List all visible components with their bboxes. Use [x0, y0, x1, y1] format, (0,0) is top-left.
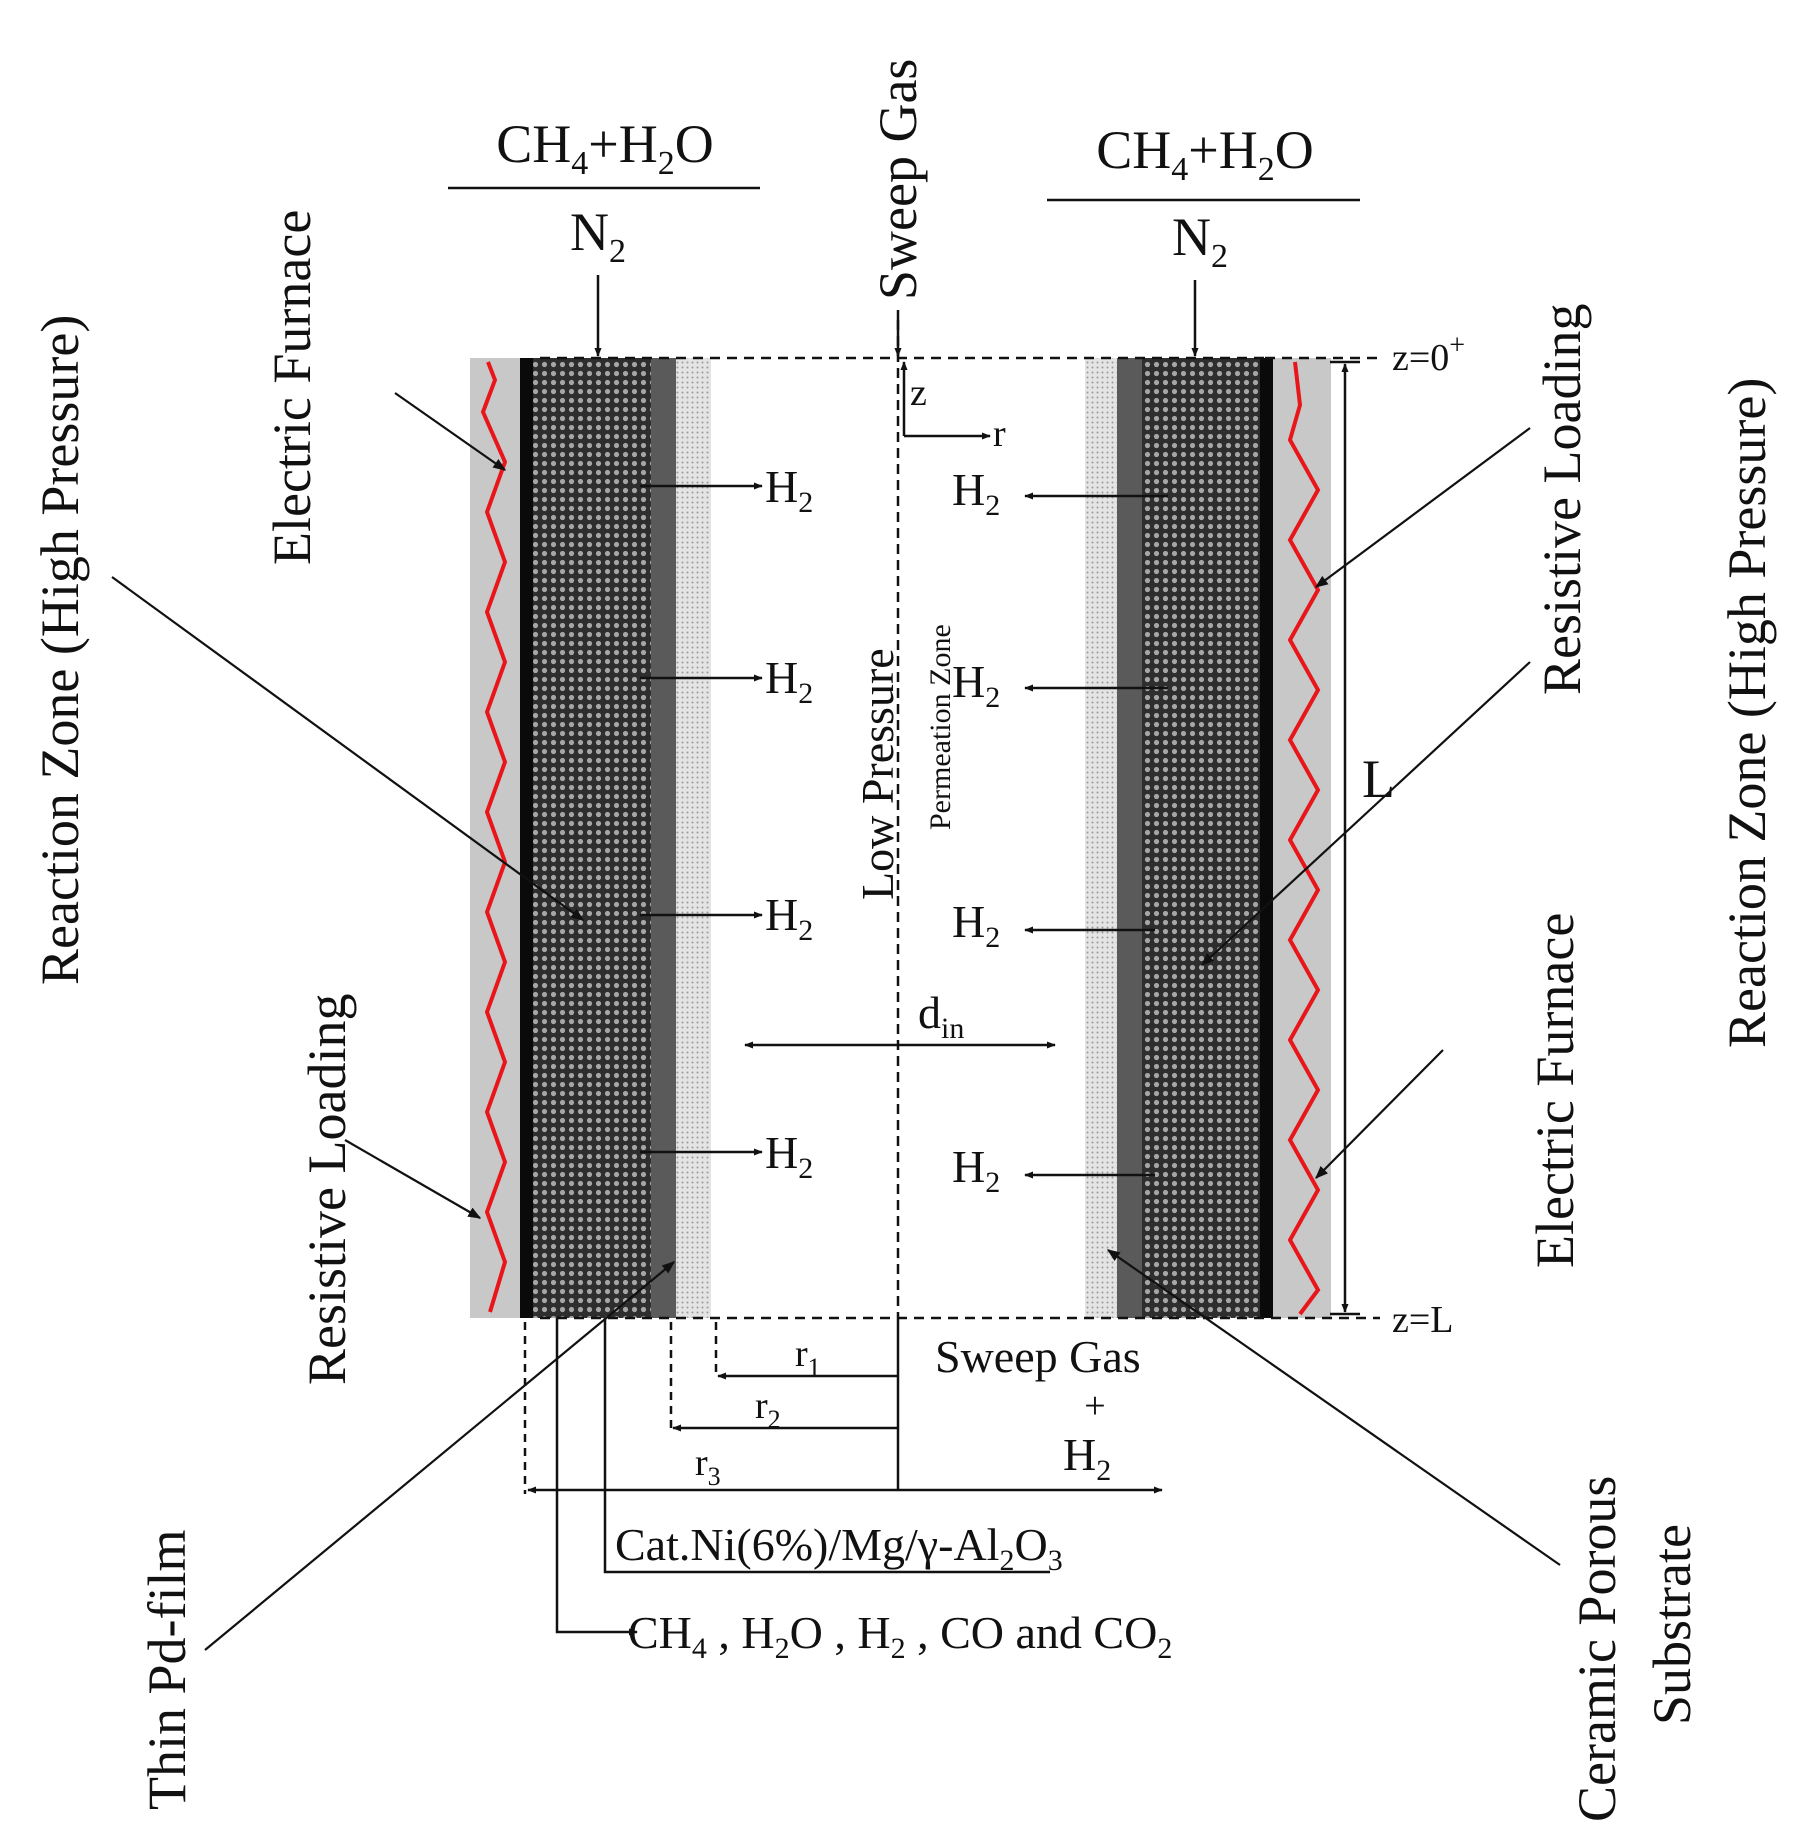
- r1-label: r1: [795, 1333, 821, 1382]
- z-axis-label: z: [910, 372, 927, 414]
- radius-dimensions: [523, 1318, 1163, 1494]
- sweep-gas-bottom-h2: H2: [1063, 1429, 1111, 1487]
- z-bottom-label: z=L: [1392, 1299, 1454, 1341]
- substrate-label: Substrate: [1642, 1524, 1702, 1725]
- right-ceramic-substrate: [1085, 358, 1117, 1318]
- resistive-loading-right-label: Resistive Loading: [1532, 304, 1592, 695]
- electric-furnace-right-label: Electric Furnace: [1525, 913, 1585, 1268]
- left-catalyst-bed: [533, 358, 651, 1318]
- svg-text:H2: H2: [952, 1141, 1000, 1199]
- left-heating-coil: [480, 361, 508, 1313]
- reactor-boundaries: [540, 320, 1380, 1320]
- feed-right-line2: N2: [1172, 207, 1228, 275]
- resistive-loading-left-label: Resistive Loading: [297, 994, 357, 1385]
- right-catalyst-bed: [1142, 358, 1260, 1318]
- r2-label: r2: [755, 1385, 781, 1434]
- inlets: [448, 186, 1360, 357]
- svg-text:H2: H2: [765, 461, 813, 519]
- reaction-zone-left-label: Reaction Zone (High Pressure): [30, 315, 90, 985]
- length-dimension: [1330, 360, 1360, 1316]
- electric-furnace-left-label: Electric Furnace: [262, 210, 322, 565]
- left-pd-film: [651, 358, 676, 1318]
- local-axes: [900, 361, 991, 440]
- left-ceramic-substrate: [676, 358, 711, 1318]
- catalyst-label: Cat.Ni(6%)/Mg/γ-Al2O3: [615, 1519, 1063, 1577]
- right-furnace-layer: [1273, 358, 1331, 1318]
- sweep-gas-bottom-label: Sweep Gas: [935, 1331, 1141, 1382]
- outlet-brackets: [555, 1318, 1050, 1636]
- svg-text:H2: H2: [765, 889, 813, 947]
- right-outer-shell: [1260, 358, 1273, 1318]
- length-label: L: [1362, 749, 1395, 809]
- ceramic-porous-label: Ceramic Porous: [1567, 1476, 1627, 1822]
- svg-text:H2: H2: [765, 1127, 813, 1185]
- right-reactor-wall: [1085, 358, 1331, 1318]
- left-furnace-layer: [470, 358, 528, 1318]
- r-axis-label: r: [993, 413, 1006, 455]
- svg-text:H2: H2: [952, 896, 1000, 954]
- reaction-zone-right-label: Reaction Zone (High Pressure): [1717, 378, 1777, 1048]
- svg-text:H2: H2: [952, 656, 1000, 714]
- h2-flux-arrows: [640, 482, 1168, 1179]
- sweep-gas-plus: +: [1084, 1385, 1105, 1427]
- products-label: CH4 , H2O , H2 , CO and CO2: [628, 1607, 1172, 1665]
- svg-text:H2: H2: [952, 464, 1000, 522]
- feed-left-line2: N2: [570, 202, 626, 270]
- feed-left-line1: CH4+H2O: [496, 114, 713, 182]
- leader-lines: [111, 392, 1561, 1651]
- low-pressure-label: Low Pressure: [852, 648, 903, 900]
- permeation-zone-label: Permeation Zone: [924, 624, 957, 830]
- right-heating-coil: [1287, 361, 1321, 1316]
- svg-text:H2: H2: [765, 652, 813, 710]
- left-reactor-wall: [470, 358, 711, 1318]
- r3-label: r3: [695, 1442, 721, 1491]
- inner-diameter-label: din: [918, 987, 964, 1045]
- left-outer-shell: [520, 358, 533, 1318]
- thin-pd-film-label: Thin Pd-film: [137, 1530, 197, 1811]
- z-top-label: z=0+: [1392, 330, 1465, 379]
- right-pd-film: [1117, 358, 1142, 1318]
- feed-right-line1: CH4+H2O: [1096, 120, 1313, 188]
- sweep-gas-top-label: Sweep Gas: [868, 59, 928, 300]
